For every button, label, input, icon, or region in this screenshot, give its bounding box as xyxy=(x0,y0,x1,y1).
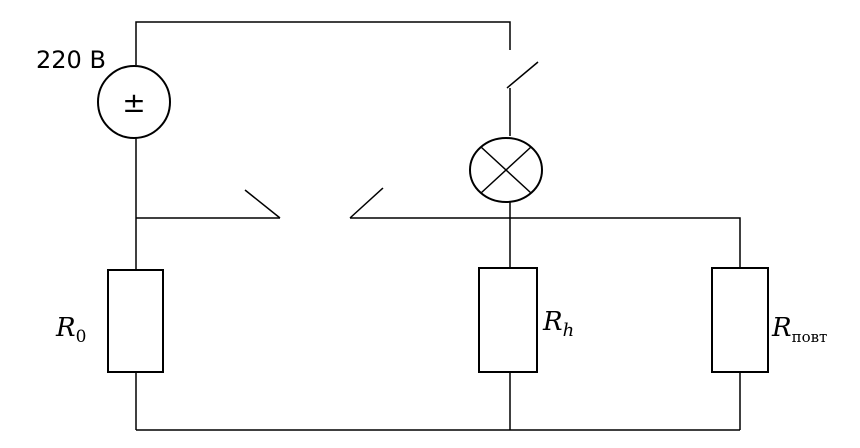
break-blade-right xyxy=(349,187,384,219)
break-blade-left xyxy=(244,189,281,219)
lamp-cross-2 xyxy=(480,146,532,194)
resistor-r0: R0 xyxy=(55,218,164,430)
switch-main xyxy=(506,61,539,136)
resistor-rh-body xyxy=(478,267,538,373)
source-voltage-label: 220 B xyxy=(36,46,106,74)
voltage-source: ± 220 B xyxy=(36,46,171,218)
resistor-rh-label: Rh xyxy=(542,307,574,341)
lamp-icon xyxy=(469,137,543,268)
resistor-r0-label: R0 xyxy=(55,313,86,347)
resistor-rpovt: Rповт xyxy=(711,267,827,430)
resistor-rpovt-body xyxy=(711,267,769,373)
wire-top xyxy=(135,21,511,65)
resistor-rh: Rh xyxy=(478,267,574,430)
resistor-r0-body xyxy=(107,269,164,373)
switch-break xyxy=(136,187,741,268)
switch-main-blade xyxy=(506,61,539,89)
wire-mid-right xyxy=(350,217,741,268)
resistor-rpovt-label: Rповт xyxy=(771,313,827,346)
source-circle xyxy=(97,65,171,139)
source-symbol: ± xyxy=(122,86,145,119)
